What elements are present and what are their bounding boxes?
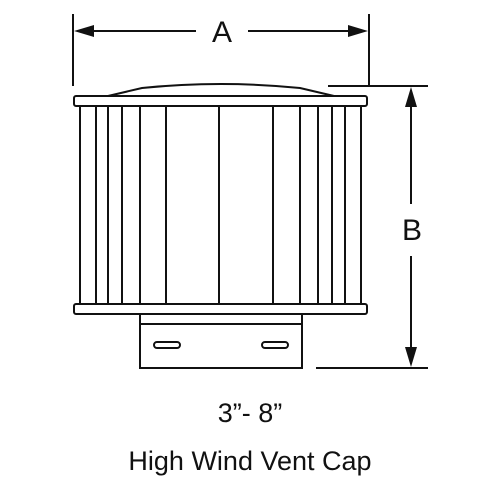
dimension-b-arrow-top xyxy=(405,87,417,107)
dimension-a-arrow-right xyxy=(348,25,368,37)
size-range: 3”- 8” xyxy=(217,398,283,428)
dimension-b-label: B xyxy=(402,214,422,247)
vent-cap-collar xyxy=(139,313,303,369)
vent-cap-top-rim xyxy=(73,95,368,107)
vent-cap-louvres xyxy=(95,106,346,304)
vent-cap xyxy=(73,83,368,369)
dimension-a xyxy=(72,14,370,86)
vent-cap-bottom-rim xyxy=(73,303,368,315)
dimension-b-arrow-bottom xyxy=(405,347,417,367)
dimension-b xyxy=(316,85,428,369)
vent-cap-dome xyxy=(107,83,335,97)
dimension-a-label: A xyxy=(212,16,232,49)
vent-cap-collar-slot-right xyxy=(261,341,289,349)
vent-cap-collar-slot-left xyxy=(153,341,181,349)
dimension-a-arrow-left xyxy=(74,25,94,37)
product-name: High Wind Vent Cap xyxy=(128,446,372,476)
